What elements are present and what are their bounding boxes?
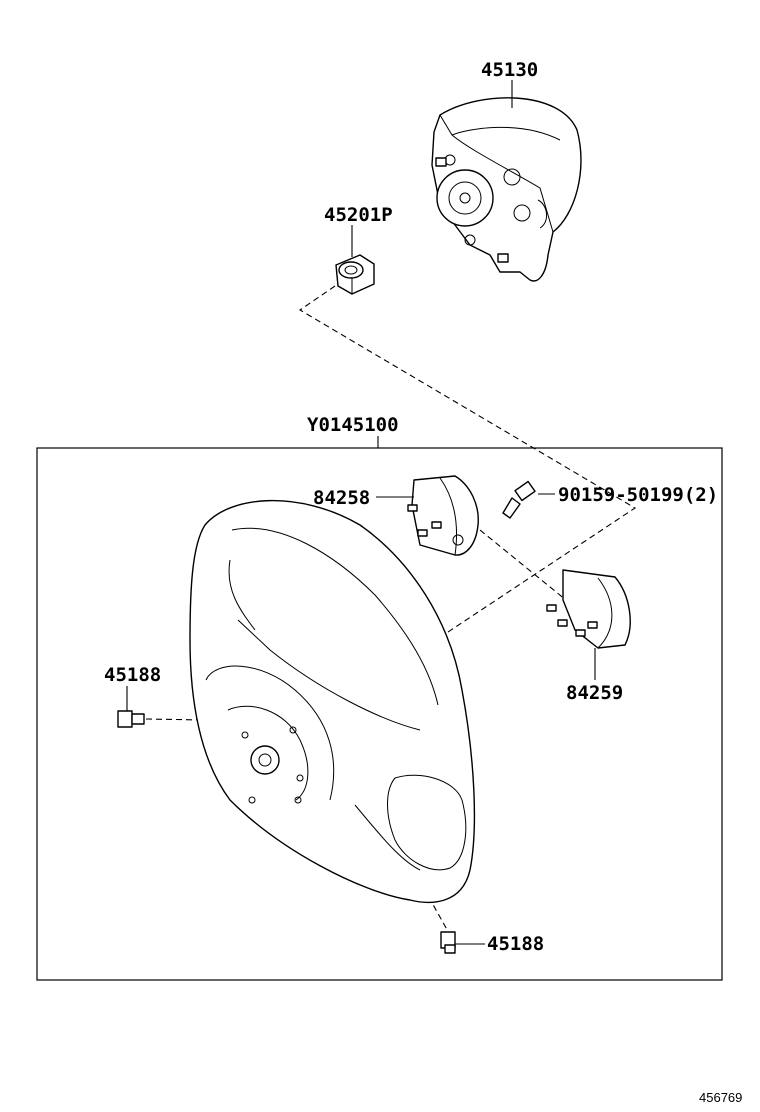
label-45188-bottom: 45188 (487, 933, 544, 955)
label-45130: 45130 (481, 59, 538, 81)
label-45201p: 45201P (324, 204, 393, 226)
steering-wheel-drawing (189, 499, 476, 904)
airbag-module-drawing (431, 97, 582, 282)
nut-drawing (335, 254, 375, 295)
label-45188-left: 45188 (104, 664, 161, 686)
assembly-frame (36, 447, 723, 981)
label-90159-50199: 90159-50199(2) (558, 484, 718, 506)
figure-id: 456769 (699, 1090, 742, 1105)
switch-right-drawing (546, 569, 631, 649)
label-y0145100: Y0145100 (307, 414, 399, 436)
bolt-left-drawing (117, 710, 145, 728)
bolt-bottom-drawing (440, 931, 456, 954)
switch-left-drawing (407, 475, 479, 556)
leader-lines (126, 80, 596, 945)
label-84259: 84259 (566, 682, 623, 704)
screw-drawing (502, 480, 536, 519)
label-84258: 84258 (313, 487, 370, 509)
